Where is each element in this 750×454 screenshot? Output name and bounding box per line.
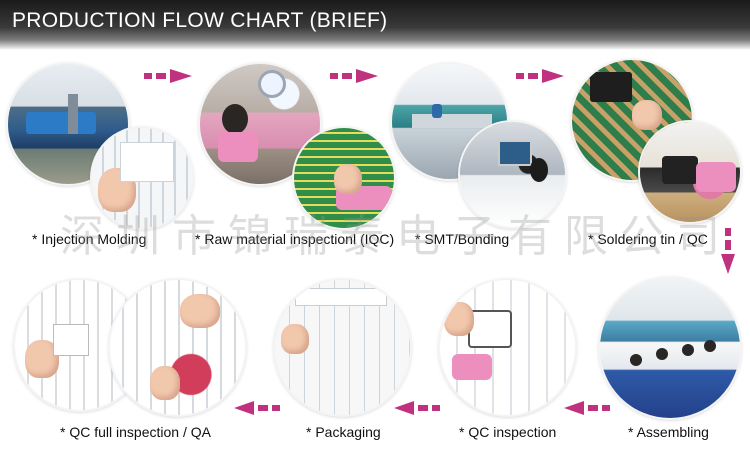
arrow-right-icon bbox=[144, 69, 192, 83]
full-inspection-product-photo bbox=[110, 280, 245, 415]
step-label-qc-full-inspection-qa: * QC full inspection / QA bbox=[60, 424, 211, 440]
packaging-photo bbox=[275, 280, 410, 415]
injection-molding-photo bbox=[8, 64, 128, 184]
iqc-pcb-photo bbox=[294, 128, 394, 228]
step-label-smt-bonding: * SMT/Bonding bbox=[415, 231, 510, 247]
header-bar: PRODUCTION FLOW CHART (BRIEF) bbox=[0, 0, 750, 50]
iqc-inspection-photo bbox=[200, 64, 320, 184]
page-title: PRODUCTION FLOW CHART (BRIEF) bbox=[12, 9, 388, 32]
step-label-qc-inspection: * QC inspection bbox=[459, 424, 557, 440]
arrow-down-icon bbox=[721, 228, 735, 274]
arrow-right-icon bbox=[516, 69, 564, 83]
arrow-left-icon bbox=[394, 401, 440, 415]
step-label-injection-molding: * Injection Molding bbox=[32, 231, 147, 247]
qc-inspection-photo bbox=[440, 280, 575, 415]
arrow-left-icon bbox=[564, 401, 610, 415]
step-label-assembling: * Assembling bbox=[628, 424, 709, 440]
step-label-soldering-tin-qc: * Soldering tin / QC bbox=[588, 231, 708, 247]
step-label-raw-material-inspection: * Raw material inspectionl (IQC) bbox=[195, 231, 395, 247]
assembling-line-photo bbox=[600, 278, 740, 418]
injection-part-photo bbox=[92, 128, 192, 228]
bonding-machine-photo bbox=[460, 122, 565, 227]
soldering-station-photo bbox=[640, 122, 740, 222]
arrow-right-icon bbox=[330, 69, 378, 83]
arrow-left-icon bbox=[234, 401, 280, 415]
step-label-packaging: * Packaging bbox=[306, 424, 381, 440]
